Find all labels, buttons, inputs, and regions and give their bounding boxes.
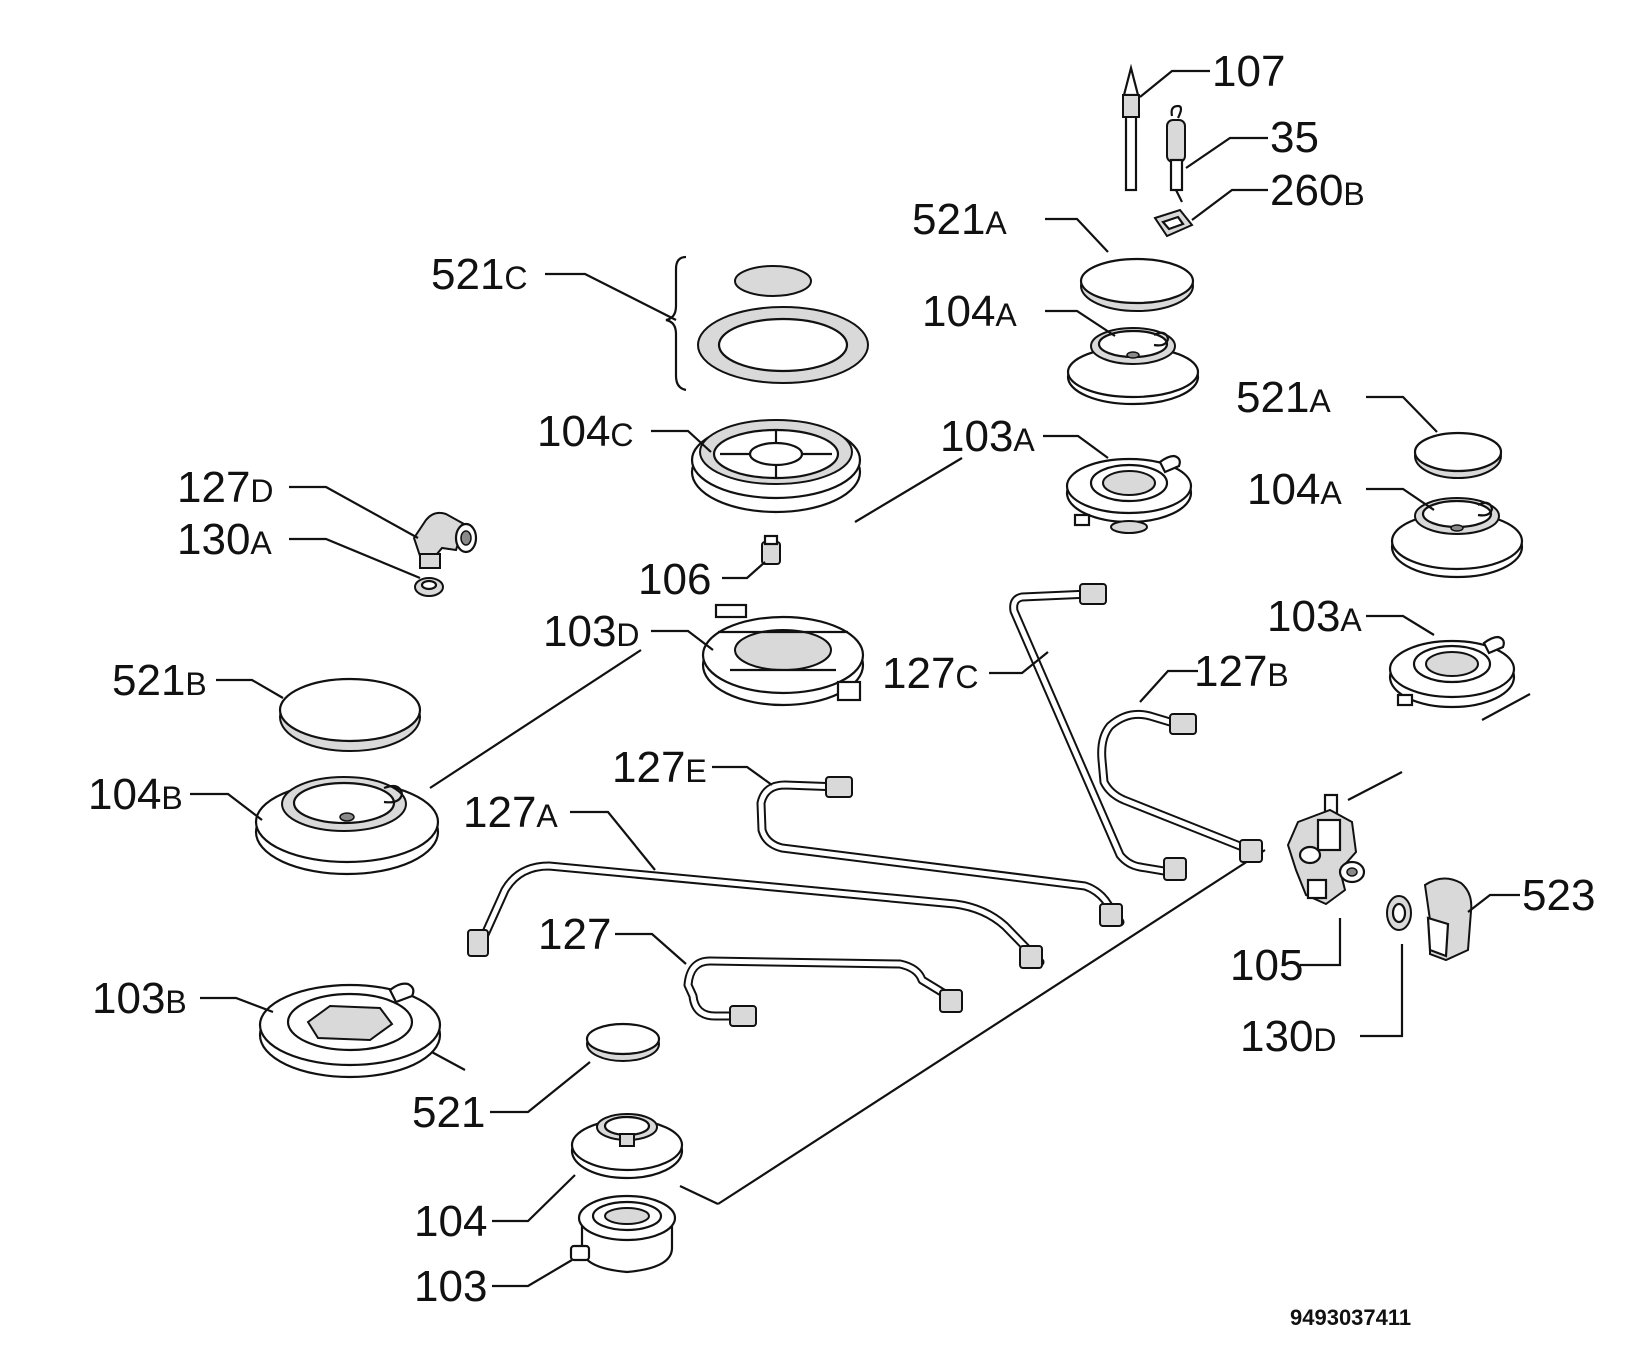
injector-106	[761, 534, 781, 565]
leader-lines	[190, 69, 1520, 1288]
burner-crown-104a-top	[1066, 327, 1200, 406]
label-104c: 104C	[537, 407, 634, 456]
label-521b: 521B	[112, 656, 207, 705]
label-521a-top: 521A	[912, 195, 1007, 244]
burner-cap-521b	[278, 677, 422, 752]
label-127a: 127A	[463, 788, 558, 837]
label-35: 35	[1270, 113, 1319, 162]
label-523: 523	[1522, 871, 1595, 920]
burner-crown-104	[570, 1113, 684, 1180]
label-104a-top: 104A	[922, 287, 1017, 336]
burner-base-103a-right	[1388, 635, 1516, 709]
bracket-523	[1423, 877, 1473, 962]
gas-valve-105	[1286, 793, 1366, 906]
label-106: 106	[638, 555, 711, 604]
burner-crown-104a-right	[1390, 497, 1524, 579]
burner-cap-521a-right	[1413, 431, 1503, 479]
label-103d: 103D	[543, 607, 640, 656]
label-105: 105	[1230, 941, 1303, 990]
label-103a-mid: 103A	[940, 412, 1035, 461]
ignition-electrode-35	[1166, 104, 1186, 203]
drawing-code: 9493037411	[1290, 1305, 1411, 1330]
washer-130d	[1386, 895, 1412, 931]
part-labels: 107 35 260B 521A 104A 521C 104C 103A 521…	[88, 47, 1595, 1311]
burner-base-103	[569, 1194, 677, 1274]
label-127c: 127C	[882, 649, 979, 698]
burner-crown-104b	[254, 776, 440, 876]
label-130a: 130A	[177, 515, 272, 564]
cap-set-521c	[665, 255, 869, 392]
burner-cap-521	[585, 1022, 661, 1062]
label-107: 107	[1212, 47, 1285, 96]
label-130d: 130D	[1240, 1012, 1337, 1061]
burner-crown-104c	[690, 419, 862, 514]
label-104a-right: 104A	[1247, 465, 1342, 514]
label-104: 104	[414, 1197, 487, 1246]
burner-base-103a-mid	[1065, 454, 1193, 534]
label-521a-right: 521A	[1236, 373, 1331, 422]
label-127: 127	[538, 910, 611, 959]
burner-base-103d	[701, 603, 865, 707]
pipes	[467, 583, 1263, 1027]
label-103b: 103B	[92, 974, 187, 1023]
elbow-127d	[412, 511, 478, 569]
burner-cap-521a-top	[1079, 257, 1195, 312]
label-521: 521	[412, 1088, 485, 1137]
burner-base-103b	[258, 982, 442, 1079]
label-103: 103	[414, 1262, 487, 1311]
washer-130a	[414, 577, 444, 597]
clip-260b	[1153, 208, 1194, 238]
label-104b: 104B	[88, 770, 183, 819]
label-127e: 127E	[612, 743, 707, 792]
alignment-lines	[427, 457, 1531, 1205]
label-127b: 127B	[1194, 647, 1289, 696]
label-127d: 127D	[177, 463, 274, 512]
label-103a-right: 103A	[1267, 592, 1362, 641]
label-521c: 521C	[431, 250, 528, 299]
label-260b: 260B	[1270, 166, 1365, 215]
thermocouple-107	[1122, 63, 1140, 192]
